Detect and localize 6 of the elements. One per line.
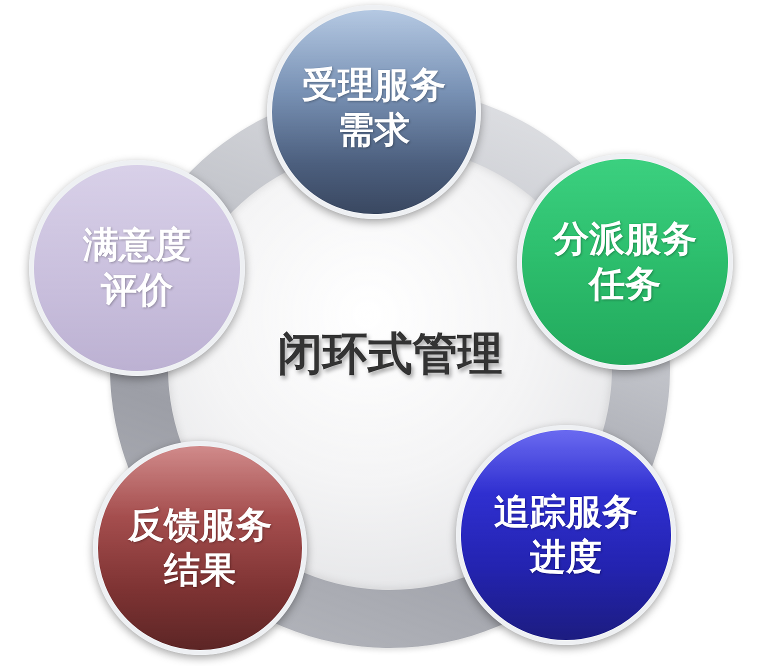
center-label: 闭环式管理 (276, 326, 504, 382)
step-label: 满意度评价 (82, 224, 192, 313)
step-label: 反馈服务结果 (126, 504, 273, 593)
step-label: 受理服务需求 (301, 64, 447, 153)
step-label: 追踪服务进度 (493, 491, 639, 580)
step-label: 分派服务任务 (552, 218, 698, 307)
